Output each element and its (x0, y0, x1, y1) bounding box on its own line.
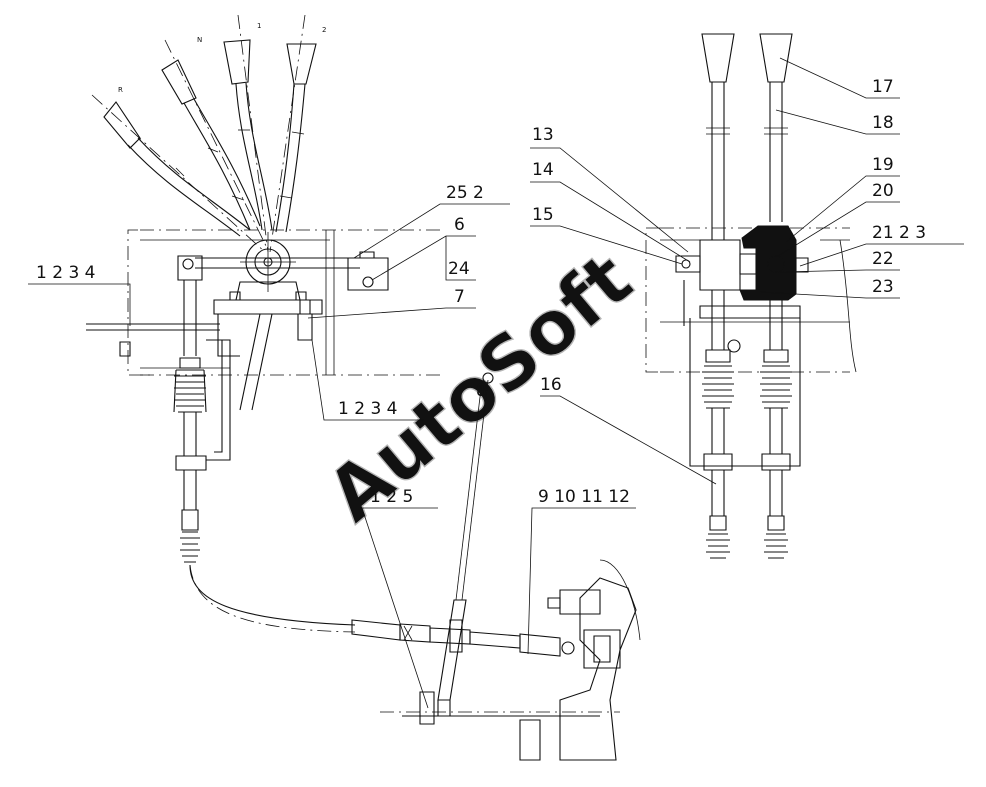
callout-20: 20 (872, 181, 894, 201)
callout-13: 13 (532, 125, 554, 145)
callout-25-2: 25 2 (446, 183, 484, 203)
callout-17: 17 (872, 77, 894, 97)
callout-18: 18 (872, 113, 894, 133)
callout-14: 14 (532, 160, 554, 180)
callout-21-2-3: 21 2 3 (872, 223, 926, 243)
callout-22: 22 (872, 249, 894, 269)
callout-8: 8 (476, 381, 487, 401)
callout-23: 23 (872, 277, 894, 297)
left-view-shift-levers: R N 1 2 (91, 14, 326, 253)
callout-labels: 13 14 15 16 17 18 19 20 21 2 3 22 23 25 … (36, 77, 926, 507)
position-mark-r: R (118, 86, 123, 94)
callout-16: 16 (540, 375, 562, 395)
callout-7: 7 (454, 287, 465, 307)
bottom-cable-assembly (351, 372, 641, 761)
position-mark-1: 1 (257, 22, 261, 30)
callout-1-2-3-4-lower: 1 2 3 4 (338, 399, 397, 419)
left-view-shift-housing (86, 229, 440, 461)
right-view-shift-levers (645, 33, 857, 559)
callout-15: 15 (532, 205, 554, 225)
callout-6: 6 (454, 215, 465, 235)
position-mark-2: 2 (322, 26, 326, 34)
callout-1-2-3-4-left: 1 2 3 4 (36, 263, 95, 283)
callout-24: 24 (448, 259, 470, 279)
callout-leaders (28, 57, 964, 709)
callout-19: 19 (872, 155, 894, 175)
position-mark-n: N (197, 36, 202, 44)
callout-9-10-11-12: 9 10 11 12 (538, 487, 630, 507)
callout-1-2-5: 1 2 5 (370, 487, 413, 507)
left-view-cable-and-boot (173, 300, 356, 633)
